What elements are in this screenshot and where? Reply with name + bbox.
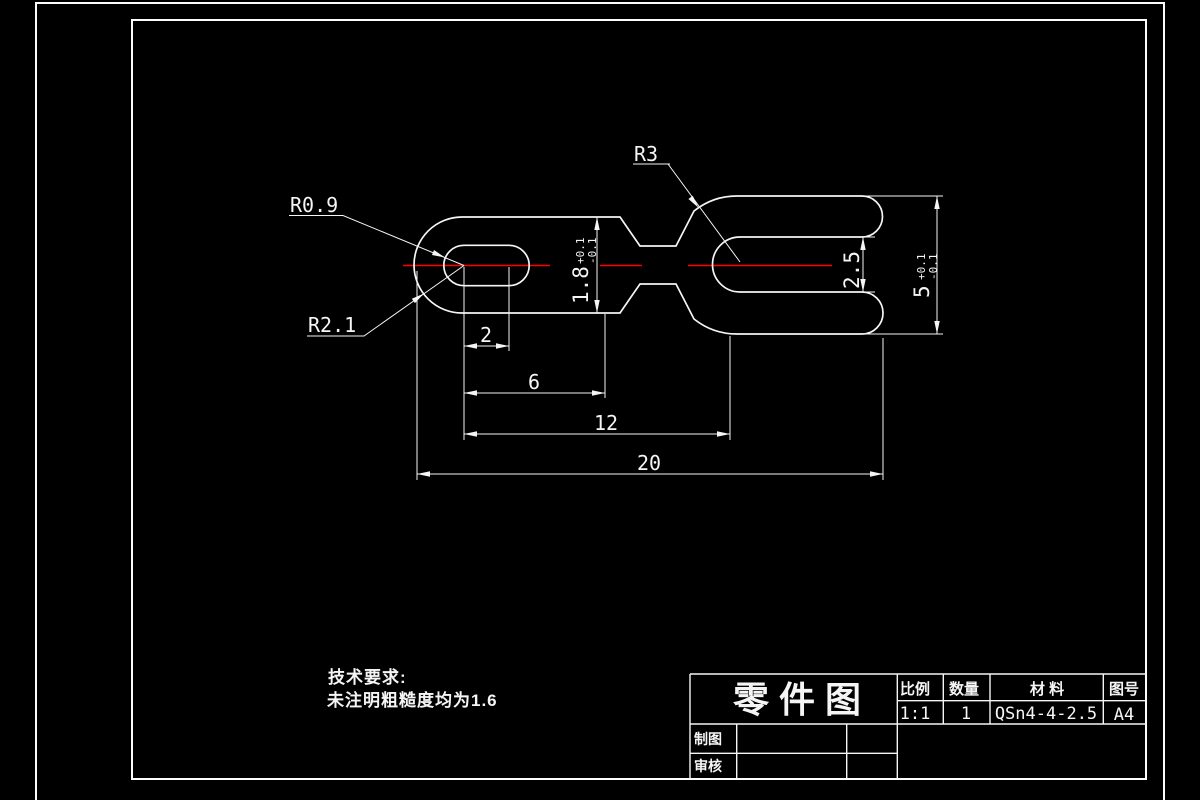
inner-drawing-frame — [131, 19, 1147, 780]
svg-text:-0.1: -0.1 — [586, 238, 599, 265]
radius-label-r21: R2.1 — [308, 313, 356, 337]
radius-label-r09: R0.9 — [290, 193, 338, 217]
dim-label-6: 6 — [528, 370, 540, 394]
svg-text:5: 5 — [910, 285, 934, 298]
dim-label-1-8: 1.8 +0.1 -0.1 — [569, 238, 599, 305]
material-label: 材 料 — [1030, 680, 1064, 698]
material-value: QSn4-4-2.5 — [995, 704, 1097, 724]
dim-label-2: 2 — [480, 323, 492, 347]
svg-text:+0.1: +0.1 — [915, 254, 928, 281]
drawing-no-value: A4 — [1114, 705, 1134, 725]
title-block: 零件图 比例 数量 材 料 图号 1:1 1 QSn4-4-2.5 A4 制图 … — [689, 673, 1146, 779]
drawing-no-label: 图号 — [1109, 681, 1139, 698]
technical-requirements: 技术要求: 未注明粗糙度均为1.6 — [326, 667, 498, 710]
quantity-value: 1 — [961, 704, 971, 724]
scale-value: 1:1 — [900, 704, 931, 724]
drawing-title: 零件图 — [733, 679, 871, 720]
tech-req-line1: 未注明粗糙度均为1.6 — [326, 690, 498, 710]
scale-label: 比例 — [900, 680, 930, 698]
quantity-label: 数量 — [949, 680, 979, 698]
svg-text:2.5: 2.5 — [840, 251, 864, 289]
svg-text:1.8: 1.8 — [569, 266, 593, 304]
drawn-by-label: 制图 — [694, 731, 722, 747]
dim-label-20: 20 — [637, 451, 661, 475]
part-outline — [413, 195, 884, 335]
extension-lines — [416, 195, 943, 480]
tech-req-heading: 技术要求: — [328, 667, 407, 687]
radius-label-r3: R3 — [634, 142, 658, 166]
dim-label-5: 5 +0.1 -0.1 — [910, 254, 940, 299]
arrowheads — [411, 195, 940, 477]
leader-lines — [289, 163, 741, 337]
title-block-grid — [689, 673, 1146, 779]
svg-text:-0.1: -0.1 — [927, 254, 940, 281]
svg-text:+0.1: +0.1 — [574, 238, 587, 265]
dim-label-2-5: 2.5 — [840, 251, 864, 289]
checked-by-label: 审核 — [694, 758, 722, 774]
dim-label-12: 12 — [594, 411, 618, 435]
outer-sheet-border — [35, 2, 1165, 800]
